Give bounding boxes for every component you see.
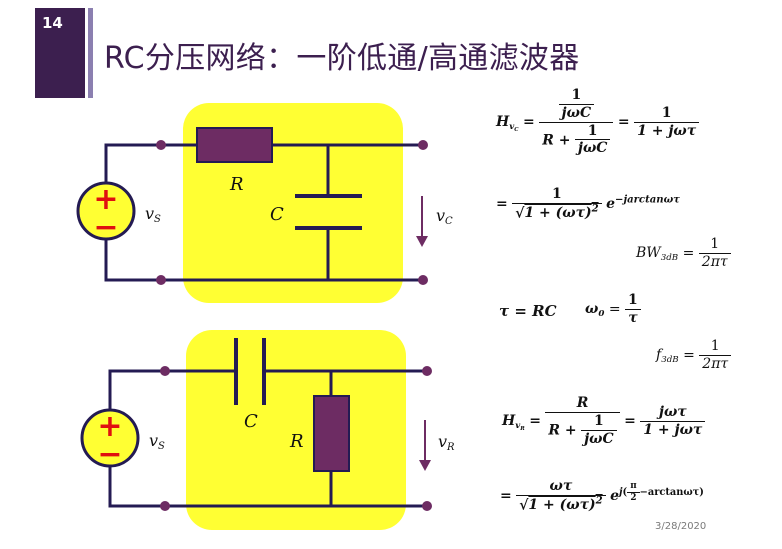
lowpass-output-arrowhead [416, 236, 428, 247]
highpass-resistor [313, 395, 350, 472]
highpass-magnitude-fraction: ωτ√1 + (ωτ)2 [516, 478, 606, 514]
lowpass-source-label: vS [145, 204, 161, 225]
highpass-bottom-wire [108, 467, 427, 508]
highpass-capacitor-label: C [244, 411, 258, 432]
lowpass-output-label: vC [436, 206, 453, 227]
lowpass-terminal-out-bottom [418, 275, 428, 285]
highpass-source-minus: − [97, 437, 122, 472]
lowpass-terminal-out-top [418, 140, 428, 150]
highpass-terminal-in-bottom [160, 501, 170, 511]
lowpass-voltage-source [76, 181, 136, 241]
lowpass-bottom-wire [104, 239, 423, 282]
lowpass-terminal-in-bottom [156, 275, 166, 285]
slide-number: 14 [42, 14, 63, 32]
slide-number-box [35, 8, 85, 98]
formula-h-symbol: HvC [496, 114, 519, 133]
equals-sign: = [617, 114, 630, 131]
highpass-voltage-source [80, 408, 140, 468]
lowpass-circuit: + − vS R C vC [76, 103, 453, 303]
equals-sign: = [523, 114, 535, 131]
lowpass-resistor-label: R [229, 174, 244, 195]
footer-date: 3/28/2020 [655, 521, 707, 532]
accent-bar [88, 8, 93, 98]
highpass-terminal-out-top [422, 366, 432, 376]
lowpass-magnitude-fraction: 1√1 + (ωτ)2 [512, 186, 602, 222]
slide-title: RC分压网络：一阶低通/高通滤波器 [104, 41, 580, 76]
lowpass-capacitor-label: C [270, 204, 284, 225]
lowpass-terminal-in-top [156, 140, 166, 150]
highpass-output-arrowhead [419, 460, 431, 471]
formula-tau: τ = RC [499, 302, 557, 320]
highpass-top-left-wire [108, 369, 236, 410]
lowpass-source-plus: + [93, 182, 118, 217]
exp-e: e [606, 196, 615, 213]
highpass-circuit: + − vS C R vR [80, 330, 455, 530]
highpass-terminal-in-top [160, 366, 170, 376]
highpass-source-label: vS [149, 431, 165, 452]
lowpass-top-left-wire [104, 143, 197, 183]
lowpass-exponent: −jarctanωτ [615, 194, 680, 206]
highpass-terminal-out-bottom [422, 501, 432, 511]
highpass-resistor-label: R [289, 431, 304, 452]
lowpass-resistor [196, 127, 273, 163]
highpass-output-label: vR [438, 432, 455, 453]
formula-lowpass-magnitude-phase: = 1√1 + (ωτ)2 e−jarctanωτ [496, 186, 680, 222]
lowpass-source-minus: − [93, 210, 118, 245]
highpass-source-plus: + [97, 409, 122, 444]
equals-sign: = [496, 196, 508, 213]
highpass-highlight [186, 330, 406, 530]
